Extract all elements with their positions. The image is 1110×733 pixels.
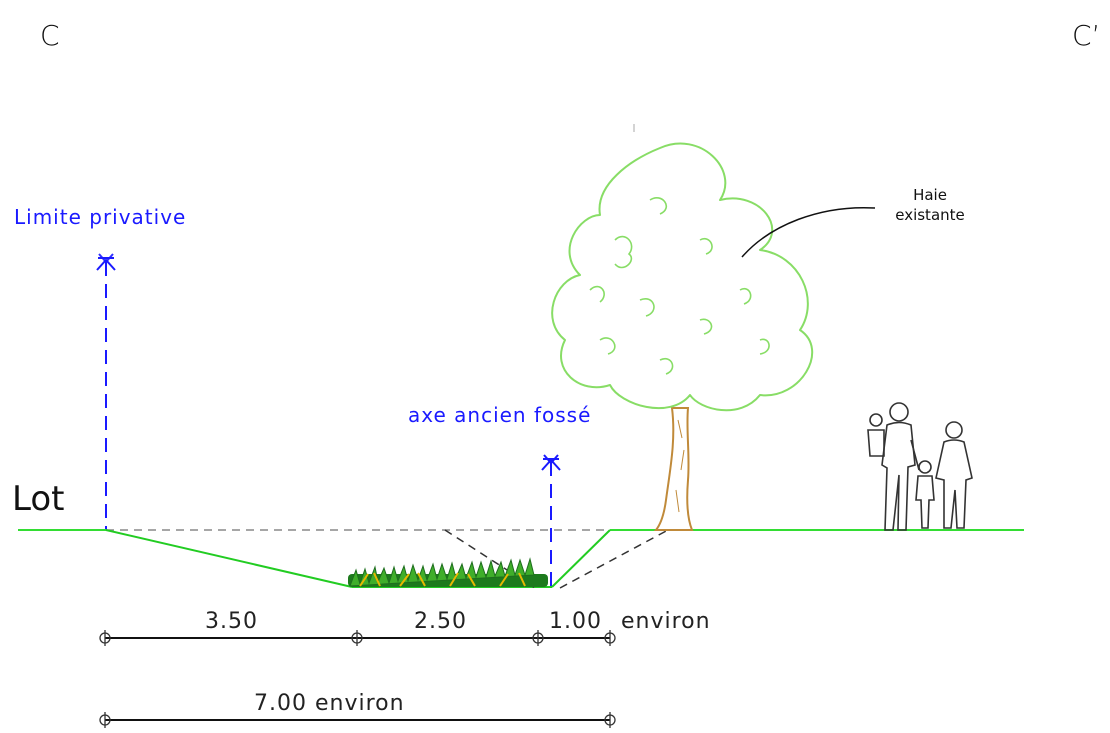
dimension-line-partial <box>99 630 616 646</box>
haie-label-line2: existante <box>895 206 965 224</box>
dimension-environ: environ <box>621 609 711 634</box>
section-end-label: C’ <box>1072 19 1100 52</box>
section-start-label: C <box>40 19 60 52</box>
lot-label: Lot <box>12 479 64 519</box>
people-icon <box>867 402 973 531</box>
haie-callout: Haie existante <box>741 186 965 258</box>
ditch-vegetation-icon <box>348 557 548 587</box>
limite-privative-axis <box>96 253 116 530</box>
axe-fosse-axis <box>541 454 561 588</box>
axe-ancien-fosse-label: axe ancien fossé <box>408 403 591 427</box>
dimension-3-50: 3.50 <box>205 609 258 634</box>
dimension-2-50: 2.50 <box>414 609 467 634</box>
dimension-total: 7.00 environ <box>254 691 405 716</box>
haie-label-line1: Haie <box>913 186 947 204</box>
dimension-1-00: 1.00 <box>549 609 602 634</box>
tree-icon <box>551 142 814 531</box>
dimension-line-total <box>99 712 616 728</box>
limite-privative-label: Limite privative <box>14 205 186 229</box>
